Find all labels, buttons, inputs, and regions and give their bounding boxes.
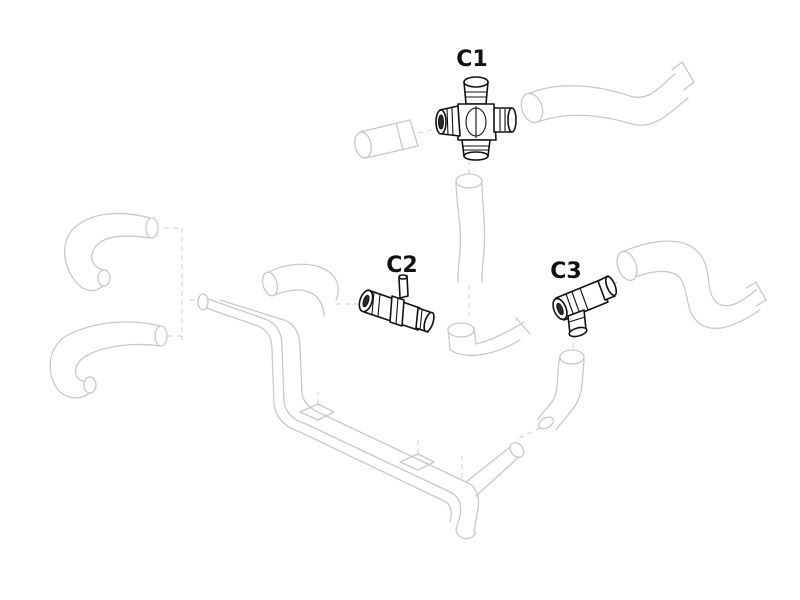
connector-c3-tee-fitting[interactable] bbox=[550, 275, 618, 338]
callout-c2-label: C2 bbox=[386, 253, 417, 278]
callout-c1-label: C1 bbox=[456, 47, 487, 72]
metal-pipe-assembly bbox=[197, 293, 525, 540]
hose-left-upper-j bbox=[64, 212, 159, 292]
hose-upper-right bbox=[520, 61, 695, 126]
hose-elbow-center bbox=[447, 317, 531, 357]
hose-vertical-center bbox=[455, 160, 486, 316]
callout-c3-label: C3 bbox=[550, 259, 581, 284]
hose-c3-right bbox=[605, 240, 767, 330]
connector-c1-cross-fitting[interactable] bbox=[435, 76, 517, 161]
hose-stub-c1-left bbox=[354, 119, 439, 159]
connector-c2-inline-fitting[interactable] bbox=[357, 274, 436, 333]
hose-c3-lower bbox=[514, 333, 585, 441]
hose-c2-left bbox=[261, 263, 362, 317]
background-hose-assembly bbox=[49, 61, 767, 540]
hose-left-lower-j bbox=[49, 321, 168, 399]
